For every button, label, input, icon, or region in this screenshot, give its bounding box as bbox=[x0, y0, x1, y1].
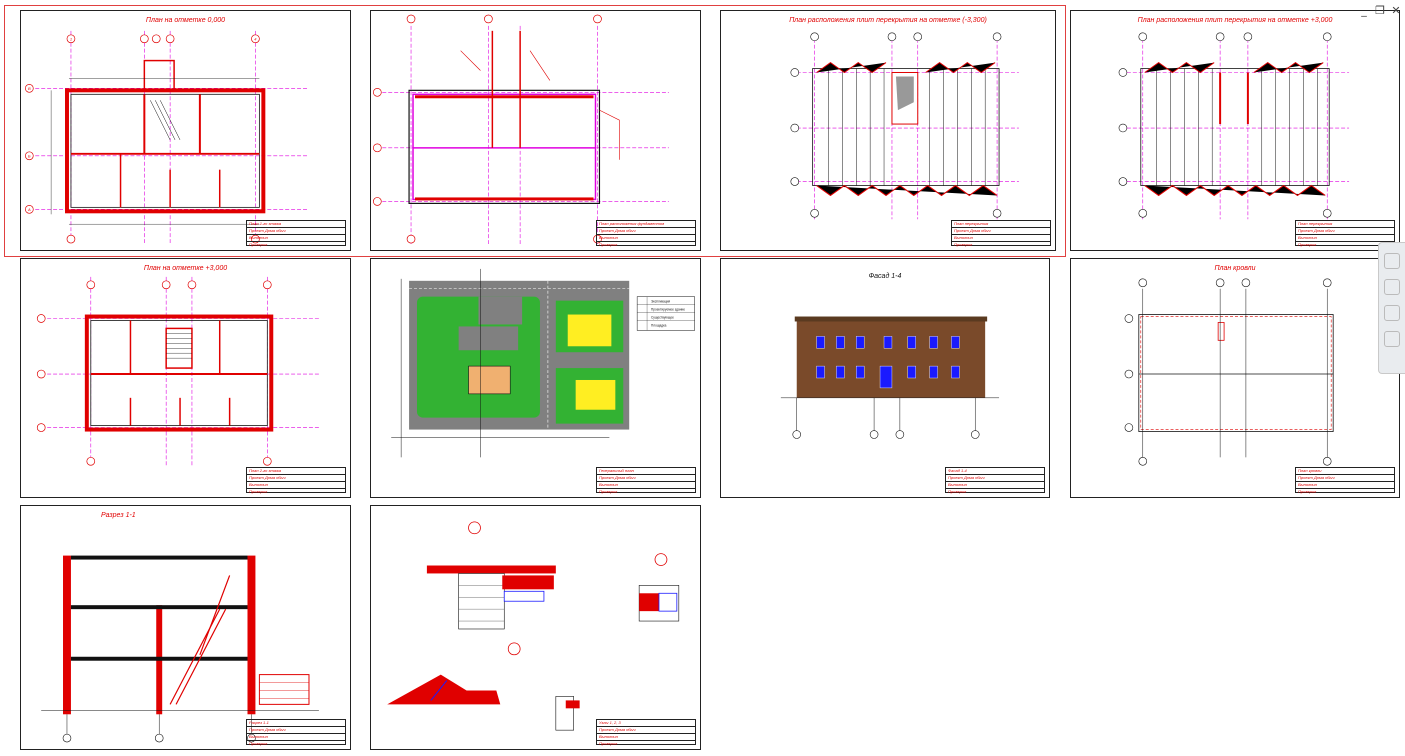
existing-building-2 bbox=[575, 379, 616, 410]
sheet-title: План расположения плит перекрытия на отм… bbox=[789, 17, 987, 24]
slab-plan-upper-drawing bbox=[1118, 32, 1350, 220]
drawing-sheet-site-plan[interactable]: Экспликация Проектируемое здание Существ… bbox=[370, 258, 701, 498]
svg-text:Экспликация: Экспликация bbox=[651, 300, 670, 304]
orbit-icon[interactable] bbox=[1384, 305, 1400, 321]
sheet-title: План расположения плит перекрытия на отм… bbox=[1137, 17, 1333, 24]
sheet-title: Разрез 1-1 bbox=[101, 512, 136, 519]
floor-plan-2-drawing bbox=[36, 276, 319, 468]
settings-icon[interactable] bbox=[1384, 331, 1400, 347]
svg-text:Проектируемое здание: Проектируемое здание bbox=[651, 308, 685, 312]
facade-drawing bbox=[780, 316, 1000, 439]
details-drawing bbox=[387, 521, 680, 731]
designed-building bbox=[468, 365, 511, 395]
svg-text:Существующее: Существующее bbox=[651, 316, 674, 320]
slab-plan-lower-drawing bbox=[790, 32, 1019, 220]
section-drawing bbox=[41, 555, 319, 743]
window-controls: _ ❐ ✕ bbox=[1358, 4, 1402, 17]
close-icon[interactable]: ✕ bbox=[1391, 4, 1401, 17]
drawing-sheet-slab-plan-upper[interactable]: План расположения плит перекрытия на отм… bbox=[1070, 10, 1400, 251]
axis-b-label: Б bbox=[28, 153, 31, 158]
drawing-sheet-floor-plan-1[interactable]: 1 4 В Б А План на отметке 0,000 План 1-г… bbox=[20, 10, 351, 251]
minimize-icon[interactable]: _ bbox=[1361, 4, 1367, 17]
pan-icon[interactable] bbox=[1384, 253, 1400, 269]
zoom-icon[interactable] bbox=[1384, 279, 1400, 295]
axis-c-label: В bbox=[28, 86, 31, 91]
foundation-plan-drawing bbox=[373, 14, 669, 245]
floor-plan-1-drawing: 1 4 В Б А bbox=[24, 30, 309, 245]
drawing-sheet-slab-plan-lower[interactable]: План расположения плит перекрытия на отм… bbox=[720, 10, 1056, 251]
existing-building-1 bbox=[567, 314, 612, 347]
sheet-title: План на отметке 0,000 bbox=[145, 17, 226, 24]
restore-icon[interactable]: ❐ bbox=[1375, 4, 1385, 17]
axis-1-label: 1 bbox=[70, 36, 72, 41]
site-plan-drawing: Экспликация Проектируемое здание Существ… bbox=[391, 268, 695, 458]
axis-a-label: А bbox=[27, 207, 31, 212]
entrance-door bbox=[879, 365, 893, 389]
svg-text:Площадка: Площадка bbox=[651, 323, 667, 327]
sheet-title: Фасад 1-4 bbox=[868, 273, 902, 280]
sheet-title: План на отметке +3,000 bbox=[143, 265, 228, 272]
axis-4-label: 4 bbox=[254, 36, 257, 41]
site-plan-legend-table bbox=[636, 296, 695, 331]
side-toolbar[interactable] bbox=[1378, 242, 1405, 374]
sheet-title: План кровли bbox=[1214, 265, 1256, 272]
roof-plan-drawing bbox=[1124, 278, 1334, 466]
